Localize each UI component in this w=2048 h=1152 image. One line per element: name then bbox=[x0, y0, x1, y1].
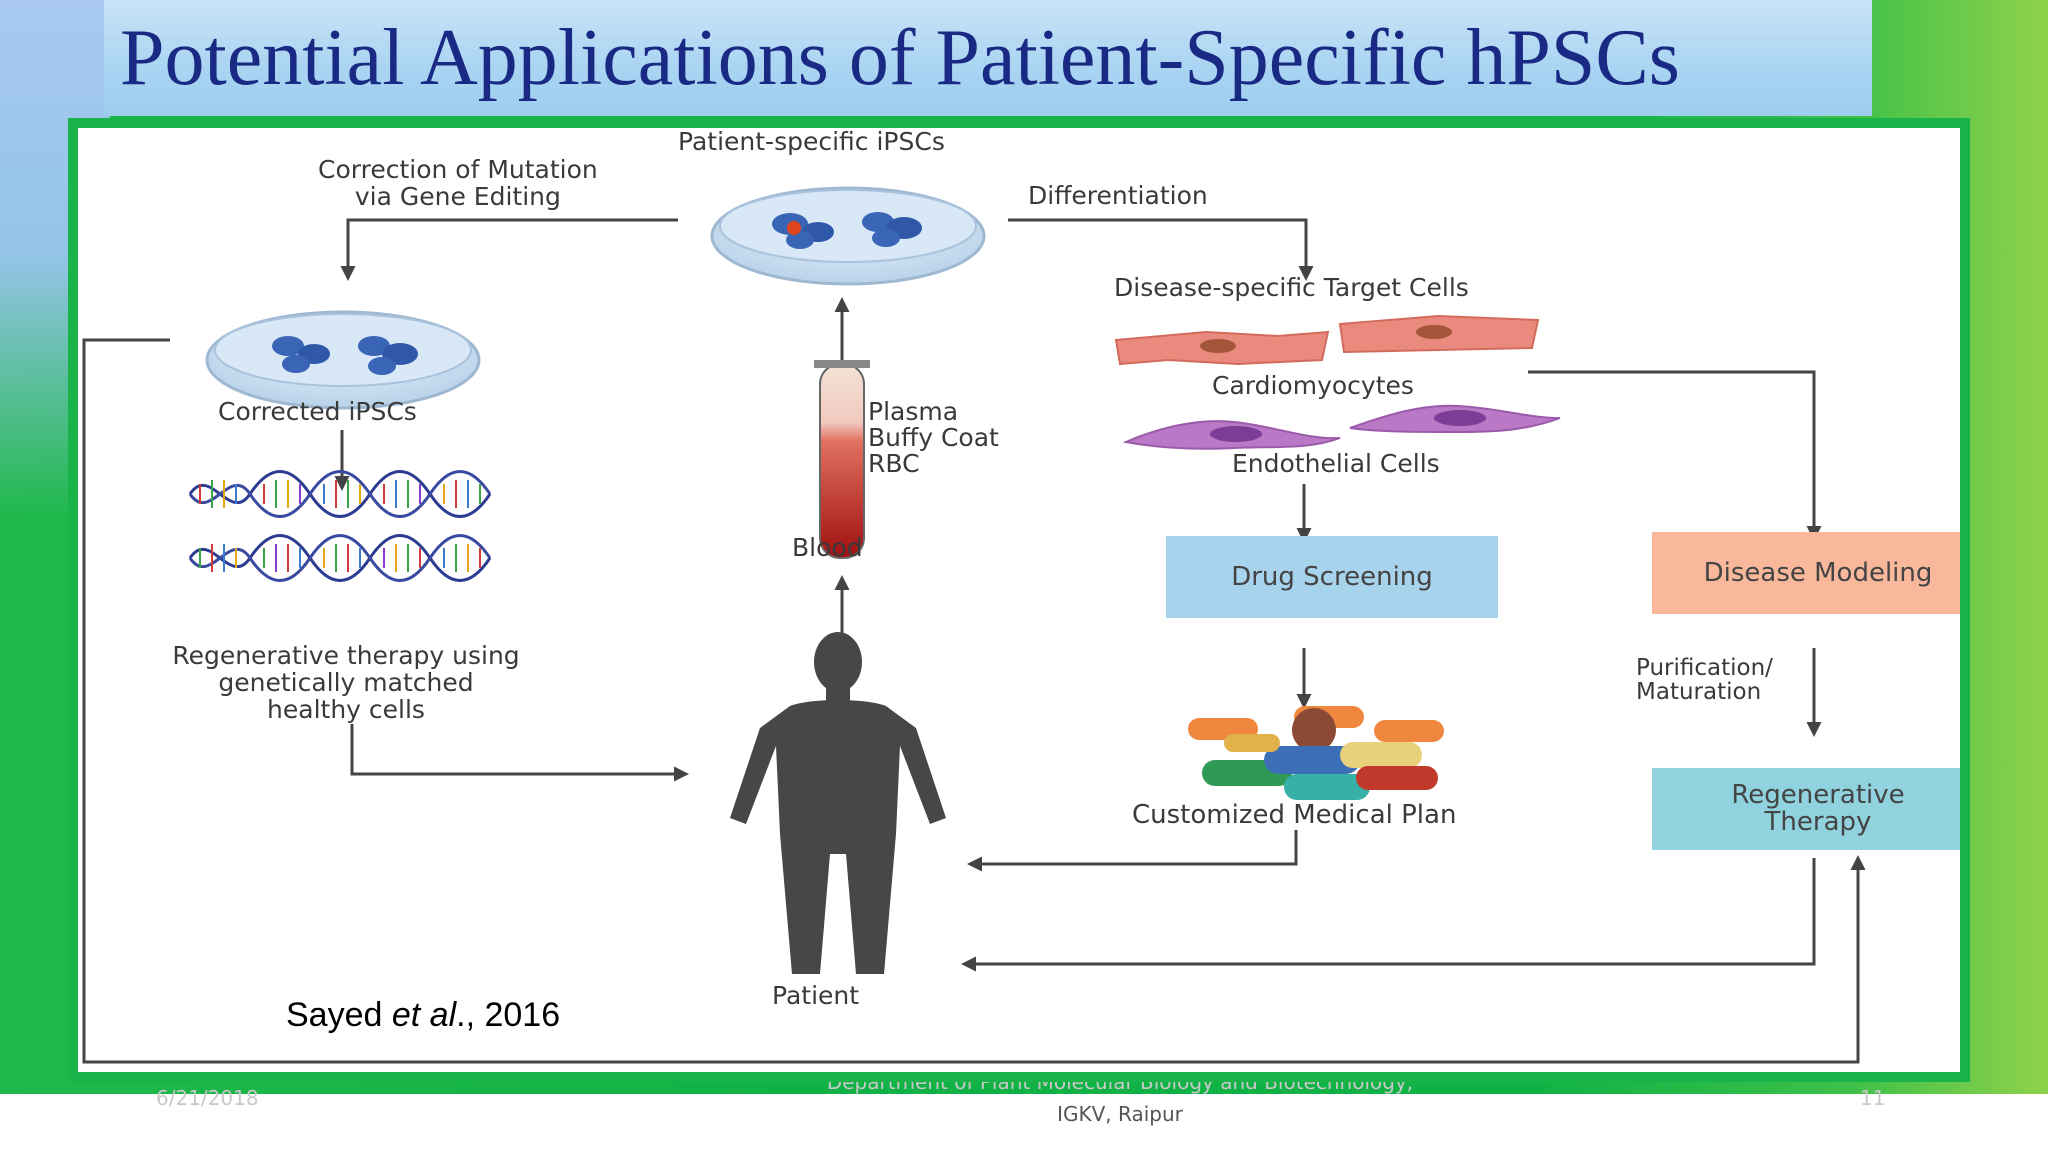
dna-helix bbox=[188, 534, 492, 582]
footer-page-number: 11 bbox=[1860, 1086, 1886, 1110]
patient-label: Patient bbox=[772, 981, 860, 1010]
patient-silhouette-icon bbox=[730, 632, 946, 974]
diagram-canvas bbox=[82, 186, 1960, 1064]
tube-label-plasma: Plasma bbox=[868, 397, 959, 426]
tube-label-rbc: RBC bbox=[868, 449, 920, 478]
patient-ipsc-label: Patient-specific iPSCs bbox=[678, 127, 945, 156]
drug-screening-box bbox=[1166, 536, 1498, 618]
differentiation-arrow bbox=[1008, 218, 1314, 281]
target-cells-label: Disease-specific Target Cells bbox=[1114, 273, 1469, 302]
plan-to-patient-arrow bbox=[967, 830, 1298, 872]
gene-editing-label: Correction of Mutation via Gene Editing bbox=[318, 155, 598, 211]
pills-illustration bbox=[1188, 706, 1444, 800]
blood-tube bbox=[814, 360, 870, 559]
outer-loop-arrow bbox=[82, 338, 1866, 1064]
blood-label: Blood bbox=[792, 533, 863, 562]
regenerative-therapy-label: Regenerative Therapy bbox=[1731, 780, 1905, 837]
figure-panel: Patient-specific iPSCs Correction of Mut… bbox=[68, 118, 1970, 1082]
corrected-ipsc-dish bbox=[205, 310, 481, 410]
gene-editing-arrow bbox=[340, 218, 678, 281]
corrected-ipsc-label: Corrected iPSCs bbox=[218, 397, 417, 426]
citation: Sayed et al., 2016 bbox=[286, 996, 560, 1035]
endothelial-label: Endothelial Cells bbox=[1232, 449, 1440, 478]
cardiomyocyte-cells bbox=[1114, 314, 1540, 366]
footer-band bbox=[0, 1094, 2048, 1152]
footer-date: 6/21/2018 bbox=[156, 1086, 259, 1110]
disease-modeling-label: Disease Modeling bbox=[1703, 557, 1933, 588]
regen-therapy-to-patient-arrow bbox=[961, 858, 1816, 972]
tube-label-buffy-coat: Buffy Coat bbox=[868, 423, 999, 452]
footer-institution: IGKV, Raipur bbox=[1057, 1102, 1183, 1126]
citation-year: ., 2016 bbox=[456, 996, 561, 1034]
slide-title: Potential Applications of Patient-Specif… bbox=[120, 14, 1680, 102]
citation-author: Sayed bbox=[286, 996, 392, 1034]
purification-label: Purification/ Maturation bbox=[1636, 655, 1773, 705]
regenerative-healthy-label: Regenerative therapy using genetically m… bbox=[172, 641, 520, 724]
cells-to-disease-arrow bbox=[1528, 370, 1822, 541]
differentiation-label: Differentiation bbox=[1028, 181, 1208, 210]
dna-helix bbox=[188, 470, 492, 518]
cardiomyocytes-label: Cardiomyocytes bbox=[1212, 371, 1414, 400]
disease-modeling-box bbox=[1652, 532, 1960, 614]
regenerative-therapy-box bbox=[1652, 768, 1960, 850]
title-band bbox=[104, 0, 1872, 116]
drug-screening-label: Drug Screening bbox=[1231, 561, 1433, 592]
endothelial-cells bbox=[1122, 404, 1561, 450]
regen-to-patient-arrow bbox=[350, 724, 689, 782]
citation-etal: et al bbox=[391, 996, 457, 1034]
patient-ipsc-dish bbox=[710, 186, 986, 286]
customized-plan-label: Customized Medical Plan bbox=[1132, 800, 1457, 830]
